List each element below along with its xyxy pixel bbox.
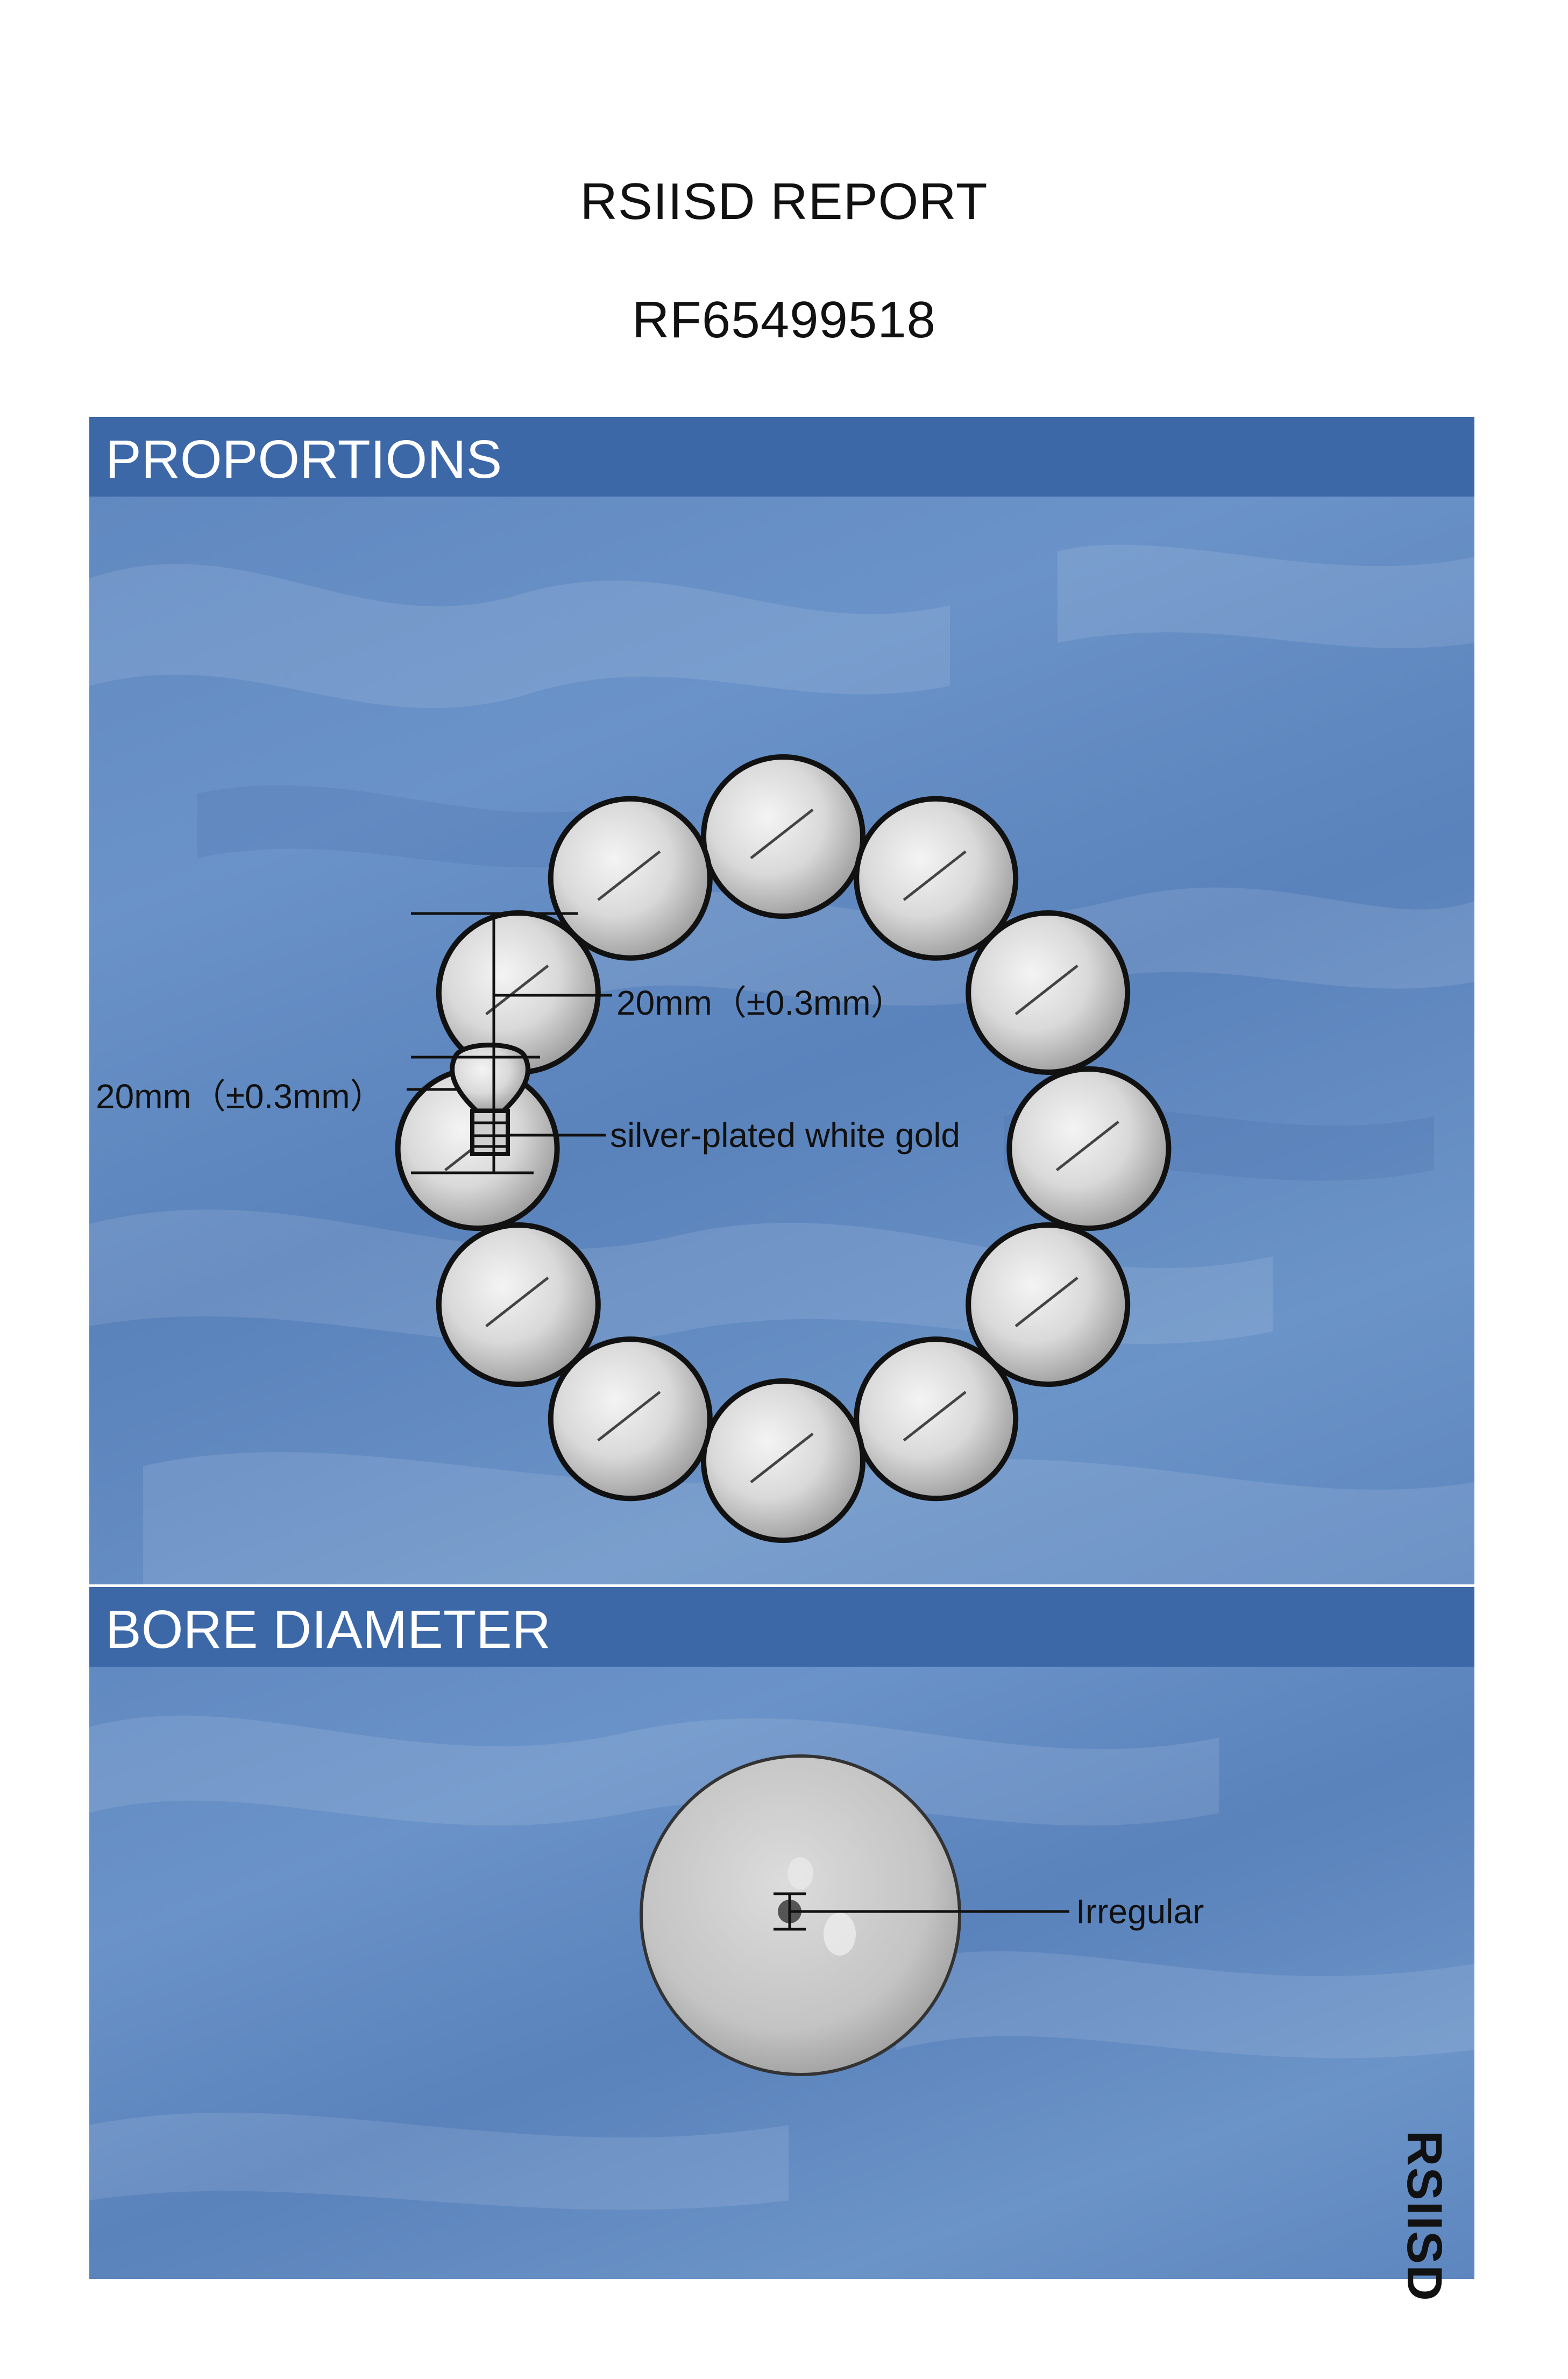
bracelet-bead: [1006, 1066, 1172, 1231]
dimension-lines: [407, 912, 612, 1174]
bore-header: BORE DIAMETER: [89, 1587, 1474, 1667]
bore-heading: BORE DIAMETER: [105, 1599, 551, 1660]
bracelet-bead: [436, 1222, 601, 1387]
bore-illustration: [640, 1754, 1069, 2076]
bracelet-bead: [548, 796, 713, 961]
bore-type-label: Irregular: [1076, 1892, 1204, 1931]
bracelet-bead: [701, 754, 865, 919]
proportions-panel: PROPORTIONS: [89, 417, 1474, 1584]
bracelet-bead: [854, 1336, 1019, 1502]
bracelet-illustration: [395, 754, 1172, 1543]
water-texture: [89, 1715, 1474, 2210]
bracelet-bead: [854, 796, 1019, 961]
bracelet-bead: [701, 1378, 865, 1543]
side-logo-text: RSIISD: [1397, 2130, 1452, 2302]
bore-dimension-lines: [774, 1892, 1069, 1931]
bore-panel: BORE DIAMETER Irregular: [89, 1587, 1474, 2279]
bracelet-bead: [966, 1222, 1131, 1387]
material-label: silver-plated white gold: [610, 1116, 960, 1155]
proportions-header: PROPORTIONS: [89, 417, 1474, 497]
proportions-heading: PROPORTIONS: [105, 429, 502, 490]
spacer-bead: [450, 1043, 530, 1156]
bead-size-label: 20mm（±0.3mm）: [616, 983, 905, 1022]
spacer-size-label: 20mm（±0.3mm）: [96, 1077, 385, 1116]
bracelet-bead: [966, 910, 1131, 1075]
report-number: RF65499518: [632, 291, 936, 349]
bracelet-bead: [548, 1336, 713, 1502]
report-title: RSIISD REPORT: [580, 173, 988, 230]
